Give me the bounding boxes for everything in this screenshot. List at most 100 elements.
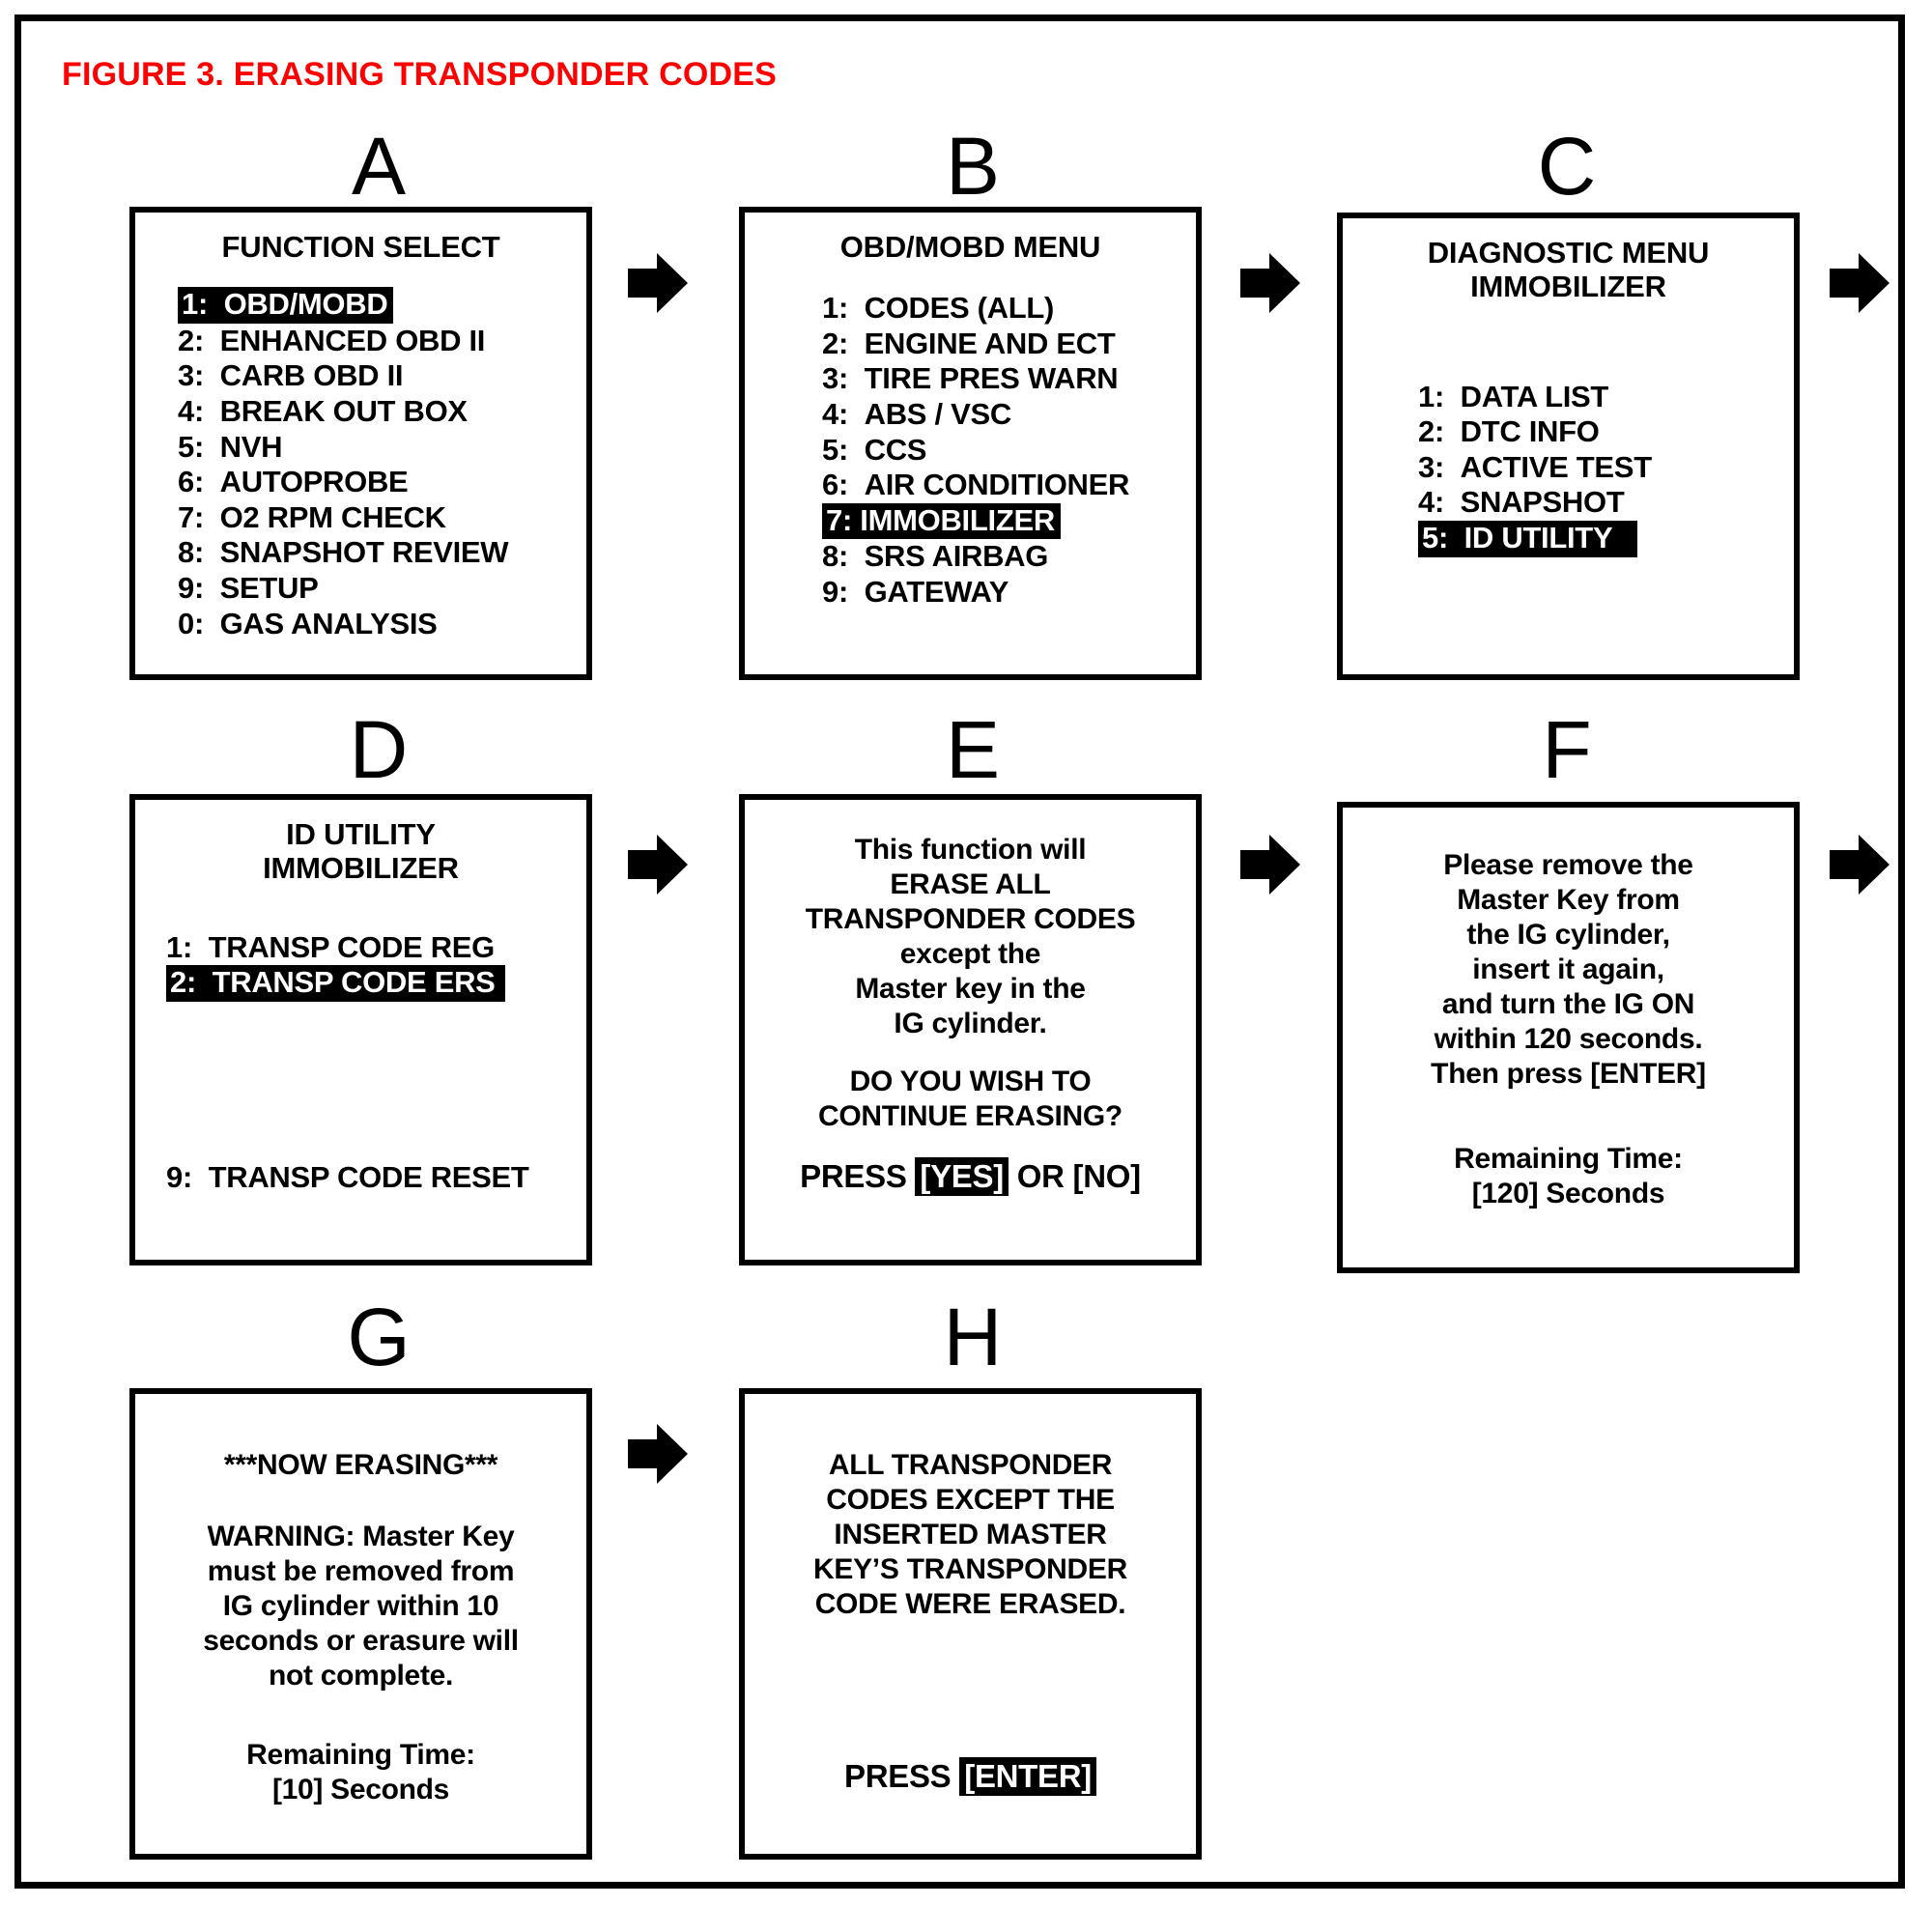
- menu-item-number: 5:: [1422, 520, 1448, 554]
- menu-item-number: 7:: [826, 502, 852, 537]
- menu-item[interactable]: 1: OBD/MOBD: [178, 287, 571, 324]
- prompt-before: PRESS: [844, 1758, 960, 1794]
- menu-item-number: 3:: [822, 361, 848, 396]
- menu-item-number: 7:: [178, 499, 204, 534]
- message-line: DO YOU WISH TO: [849, 1066, 1092, 1097]
- menu-item-number: 2:: [1418, 414, 1444, 449]
- message-line: the IG cylinder,: [1466, 919, 1670, 951]
- panel-letter-b: B: [945, 121, 1001, 212]
- menu-item[interactable]: 2: ENHANCED OBD II: [178, 324, 571, 359]
- menu-item[interactable]: 5: ID UTILITY: [1418, 520, 1778, 557]
- panel-letter-h: H: [943, 1292, 1003, 1382]
- figure-frame: FIGURE 3. ERASING TRANSPONDER CODES A FU…: [14, 14, 1905, 1889]
- menu-item-label: NVH: [219, 429, 283, 464]
- panel-c-menu[interactable]: 1: DATA LIST 2: DTC INFO 3: ACTIVE TEST …: [1358, 380, 1778, 557]
- menu-item[interactable]: 2: TRANSP CODE ERS: [166, 965, 571, 1002]
- right-block-arrow: [628, 251, 688, 315]
- menu-item[interactable]: 4: ABS / VSC: [822, 397, 1180, 433]
- menu-item[interactable]: 2: ENGINE AND ECT: [822, 327, 1180, 362]
- menu-item[interactable]: 6: AIR CONDITIONER: [822, 468, 1180, 503]
- panel-c-screen[interactable]: DIAGNOSTIC MENU IMMOBILIZER 1: DATA LIST…: [1337, 213, 1800, 680]
- panel-b-screen[interactable]: OBD/MOBD MENU 1: CODES (ALL) 2: ENGINE A…: [739, 207, 1202, 680]
- menu-item-number: 1:: [1418, 379, 1444, 413]
- menu-item-label: SNAPSHOT REVIEW: [219, 535, 509, 570]
- message-line: except the: [899, 938, 1041, 970]
- menu-item-label: DTC INFO: [1460, 414, 1600, 449]
- panel-h-message: ALL TRANSPONDER CODES EXCEPT THE INSERTE…: [760, 1448, 1180, 1622]
- panel-h-screen[interactable]: ALL TRANSPONDER CODES EXCEPT THE INSERTE…: [739, 1388, 1202, 1860]
- menu-item[interactable]: 1: CODES (ALL): [822, 291, 1180, 327]
- panel-letter-e: E: [945, 704, 1001, 795]
- menu-item-label: O2 RPM CHECK: [219, 499, 446, 534]
- menu-item-label: CODES (ALL): [864, 291, 1055, 326]
- spacer: [760, 1041, 1180, 1065]
- menu-item-label: TRANSP CODE REG: [208, 929, 496, 964]
- menu-item-label: CARB OBD II: [219, 358, 404, 393]
- menu-item[interactable]: 4: SNAPSHOT: [1418, 485, 1778, 521]
- spacer: [1358, 1092, 1778, 1142]
- panel-letter-g: G: [347, 1292, 411, 1382]
- menu-item[interactable]: 4: BREAK OUT BOX: [178, 394, 571, 430]
- menu-item[interactable]: 5: NVH: [178, 430, 571, 466]
- panel-c-header-line1: DIAGNOSTIC MENU: [1427, 236, 1710, 270]
- menu-item-label: AUTOPROBE: [219, 465, 409, 499]
- menu-item[interactable]: 9: GATEWAY: [822, 575, 1180, 611]
- message-line: Then press [ENTER]: [1431, 1058, 1706, 1090]
- panel-g-screen[interactable]: ***NOW ERASING*** WARNING: Master Key mu…: [129, 1388, 592, 1860]
- message-line: Master Key from: [1457, 884, 1680, 916]
- message-line: CODE WERE ERASED.: [814, 1588, 1126, 1620]
- menu-item[interactable]: 3: TIRE PRES WARN: [822, 361, 1180, 397]
- panel-e-screen[interactable]: This function will ERASE ALL TRANSPONDER…: [739, 794, 1202, 1265]
- menu-item[interactable]: 9: SETUP: [178, 571, 571, 607]
- message-line: ERASE ALL: [890, 868, 1051, 900]
- menu-item-label: GAS ANALYSIS: [219, 606, 438, 640]
- menu-item[interactable]: 8: SRS AIRBAG: [822, 539, 1180, 575]
- menu-item[interactable]: 7: IMMOBILIZER: [822, 502, 1180, 540]
- message-line: TRANSPONDER CODES: [805, 903, 1136, 935]
- menu-item-number: 5:: [178, 429, 204, 464]
- menu-item[interactable]: 9: TRANSP CODE RESET: [166, 1160, 571, 1196]
- menu-item[interactable]: 7: O2 RPM CHECK: [178, 500, 571, 536]
- menu-item[interactable]: 1: DATA LIST: [1418, 380, 1778, 415]
- menu-item[interactable]: 5: CCS: [822, 433, 1180, 469]
- yes-key-badge[interactable]: [YES]: [915, 1157, 1009, 1196]
- panel-h-prompt: PRESS [ENTER]: [760, 1757, 1180, 1796]
- message-line: KEY’S TRANSPONDER: [813, 1553, 1127, 1585]
- figure-title: FIGURE 3. ERASING TRANSPONDER CODES: [62, 56, 777, 93]
- menu-item-label: IMMOBILIZER: [860, 502, 1055, 537]
- panel-a-screen[interactable]: FUNCTION SELECT 1: OBD/MOBD 2: ENHANCED …: [129, 207, 592, 680]
- message-line: must be removed from: [207, 1555, 515, 1587]
- panel-d-screen[interactable]: ID UTILITY IMMOBILIZER 1: TRANSP CODE RE…: [129, 794, 592, 1265]
- menu-item[interactable]: 6: AUTOPROBE: [178, 465, 571, 500]
- menu-item-number: 5:: [822, 432, 848, 467]
- panel-b-menu[interactable]: 1: CODES (ALL) 2: ENGINE AND ECT 3: TIRE…: [760, 291, 1180, 610]
- panel-f-screen[interactable]: Please remove the Master Key from the IG…: [1337, 802, 1800, 1273]
- menu-item[interactable]: 0: GAS ANALYSIS: [178, 607, 571, 642]
- menu-item[interactable]: 1: TRANSP CODE REG: [166, 930, 571, 966]
- menu-item-number: 2:: [178, 323, 204, 357]
- menu-item-label: GATEWAY: [864, 574, 1009, 609]
- menu-item-number: 2:: [170, 965, 196, 1000]
- menu-item[interactable]: 2: DTC INFO: [1418, 414, 1778, 450]
- message-line: not complete.: [268, 1660, 454, 1692]
- menu-item-number: 9:: [166, 1159, 192, 1194]
- right-block-arrow: [1240, 251, 1300, 315]
- panel-f-message: Please remove the Master Key from the IG…: [1358, 848, 1778, 1211]
- panel-d-footer-menu[interactable]: 9: TRANSP CODE RESET: [151, 1160, 571, 1196]
- menu-item-number: 9:: [822, 574, 848, 609]
- menu-item-number: 8:: [178, 535, 204, 570]
- menu-item[interactable]: 3: ACTIVE TEST: [1418, 450, 1778, 486]
- menu-item-label: TRANSP CODE ERS: [212, 965, 496, 1000]
- menu-item-label: TRANSP CODE RESET: [208, 1159, 529, 1194]
- menu-item-label: CCS: [864, 432, 927, 467]
- panel-g-status: ***NOW ERASING***: [223, 1449, 498, 1481]
- enter-key-badge[interactable]: [ENTER]: [959, 1757, 1096, 1796]
- panel-d-menu[interactable]: 1: TRANSP CODE REG 2: TRANSP CODE ERS: [151, 930, 571, 1002]
- menu-item[interactable]: 8: SNAPSHOT REVIEW: [178, 535, 571, 571]
- right-block-arrow: [1830, 833, 1889, 896]
- message-line: Master key in the: [855, 973, 1086, 1005]
- message-line: ALL TRANSPONDER: [828, 1449, 1113, 1481]
- menu-item-number: 2:: [822, 326, 848, 360]
- menu-item[interactable]: 3: CARB OBD II: [178, 358, 571, 394]
- panel-a-menu[interactable]: 1: OBD/MOBD 2: ENHANCED OBD II 3: CARB O…: [151, 287, 571, 641]
